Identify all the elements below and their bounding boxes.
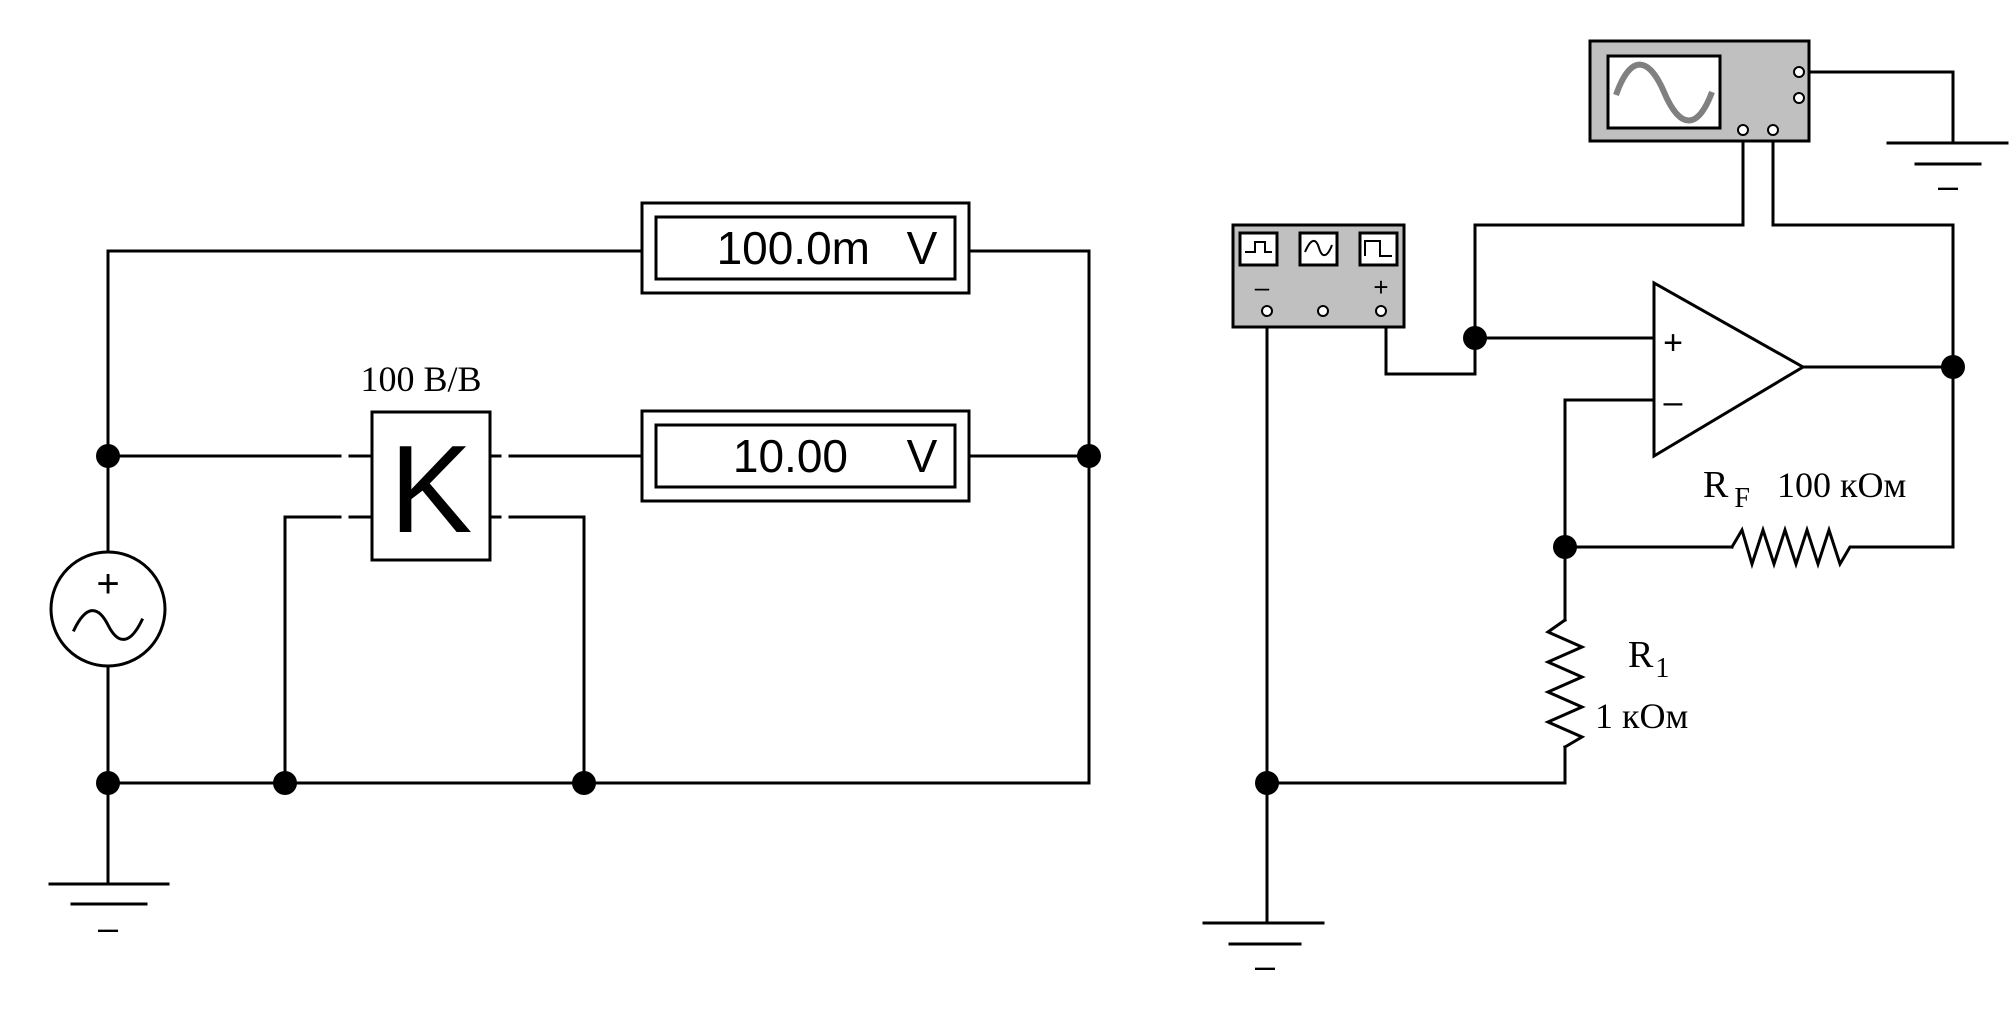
wire-scope-ground (1807, 70, 1955, 145)
r1-value: 1 кОм (1595, 696, 1688, 736)
pulse-wave-button[interactable] (1358, 231, 1399, 267)
r1-label: R1 (1628, 634, 1669, 684)
ground-left: – (48, 882, 170, 948)
ground-left-minus: – (98, 907, 118, 948)
voltmeter-top[interactable]: 100.0m V (640, 201, 971, 295)
ground-scope: – (1886, 141, 2009, 206)
scope-terminal-trigger[interactable] (1793, 92, 1805, 104)
voltmeter-bottom[interactable]: 10.00 V (640, 409, 971, 503)
amplifier-symbol: K (390, 421, 473, 559)
sine-wave-icon (1304, 240, 1333, 257)
generator-minus-label: – (1255, 272, 1270, 302)
scope-terminal-channel-b[interactable] (1767, 124, 1779, 136)
oscilloscope[interactable] (1588, 39, 1811, 143)
sine-wave-icon (71, 609, 145, 641)
junction-node (1255, 771, 1279, 795)
voltmeter-bottom-value: 10.00 (733, 430, 848, 482)
wire-top-right (967, 249, 1091, 785)
junction-node (96, 444, 120, 468)
function-generator[interactable]: – + (1231, 223, 1406, 329)
ac-source[interactable]: + (49, 550, 167, 668)
wire-gen-plus (1384, 311, 1477, 376)
wire-amp-right-ref (508, 515, 586, 785)
wire-r1-bottom (1265, 745, 1567, 785)
ground-scope-minus: – (1938, 165, 1958, 206)
amplifier-gain-label: 100 В/В (360, 359, 481, 399)
generator-terminal-plus[interactable] (1375, 305, 1387, 317)
ground-right: – (1202, 921, 1325, 986)
source-plus-sign: + (96, 562, 119, 606)
junction-node (96, 771, 120, 795)
resistor-rf (1729, 525, 1860, 570)
voltmeter-bottom-unit: V (907, 430, 938, 482)
wire-scope-chA (1473, 128, 1745, 340)
junction-node (1077, 444, 1101, 468)
junction-node (1553, 535, 1577, 559)
junction-node (273, 771, 297, 795)
scope-terminal-channel-a[interactable] (1737, 124, 1749, 136)
junction-node (1463, 326, 1487, 350)
sine-trace-icon (1613, 61, 1715, 124)
wire-top-loop (106, 249, 644, 458)
wire-amp-left-ref (283, 515, 342, 785)
generator-plus-label: + (1373, 272, 1388, 302)
scope-terminal-ground[interactable] (1793, 66, 1805, 78)
resistor-r1 (1544, 617, 1586, 750)
rf-value: 100 кОм (1777, 465, 1906, 505)
op-amp[interactable]: + – (1652, 280, 1806, 459)
generator-terminal-minus[interactable] (1261, 305, 1273, 317)
junction-node (1941, 355, 1965, 379)
square-wave-button[interactable] (1238, 231, 1279, 267)
opamp-plus-label: + (1663, 324, 1683, 362)
left-circuit: 100.0m V 10.00 V K 100 В/В + – (48, 201, 1101, 948)
amplifier-k[interactable]: K (370, 410, 492, 562)
voltmeter-top-value: 100.0m (717, 222, 870, 274)
square-wave-icon (1245, 241, 1272, 253)
ground-right-minus: – (1255, 945, 1275, 986)
generator-terminal-common[interactable] (1317, 305, 1329, 317)
opamp-minus-label: – (1664, 383, 1683, 421)
wire-feedback-right (1856, 365, 1955, 549)
pulse-wave-icon (1364, 240, 1392, 257)
junction-node (572, 771, 596, 795)
wire-minus-input (1563, 398, 1656, 549)
wire-scope-chB (1771, 128, 1955, 369)
voltmeter-top-unit: V (907, 222, 938, 274)
